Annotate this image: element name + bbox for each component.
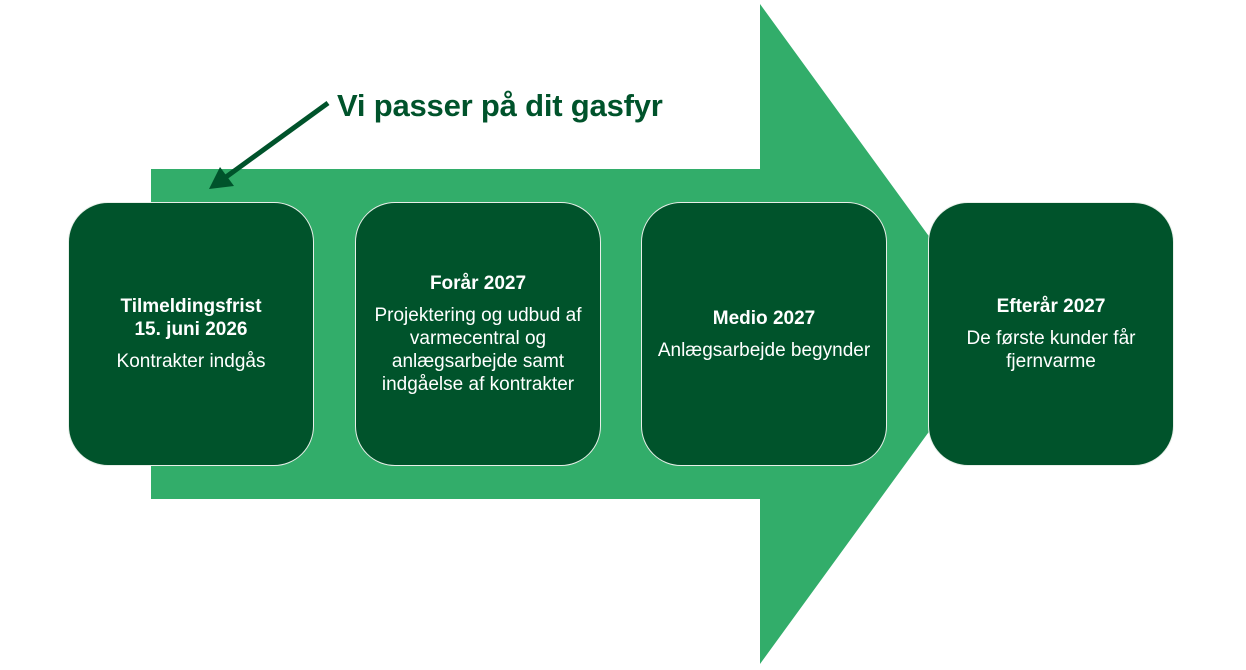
step-title: Tilmeldingsfrist 15. juni 2026 (120, 296, 262, 340)
timeline-step-4: Efterår 2027 De første kunder får fjernv… (928, 202, 1174, 466)
timeline-step-1: Tilmeldingsfrist 15. juni 2026 Kontrakte… (68, 202, 314, 466)
step-description: Kontrakter indgås (116, 351, 266, 372)
callout-label: Vi passer på dit gasfyr (337, 88, 663, 123)
step-title: Efterår 2027 (996, 296, 1106, 317)
step-title: Forår 2027 (429, 273, 527, 294)
timeline-step-2: Forår 2027 Projektering og udbud af varm… (355, 202, 601, 466)
step-description: De første kunder får fjernvarme (966, 328, 1136, 372)
step-title: Medio 2027 (712, 307, 816, 329)
step-description: Anlægsarbejde begynder (657, 339, 871, 361)
timeline-step-3: Medio 2027 Anlægsarbejde begynder (641, 202, 887, 466)
step-description: Projektering og udbud af varmecentral og… (374, 305, 582, 395)
